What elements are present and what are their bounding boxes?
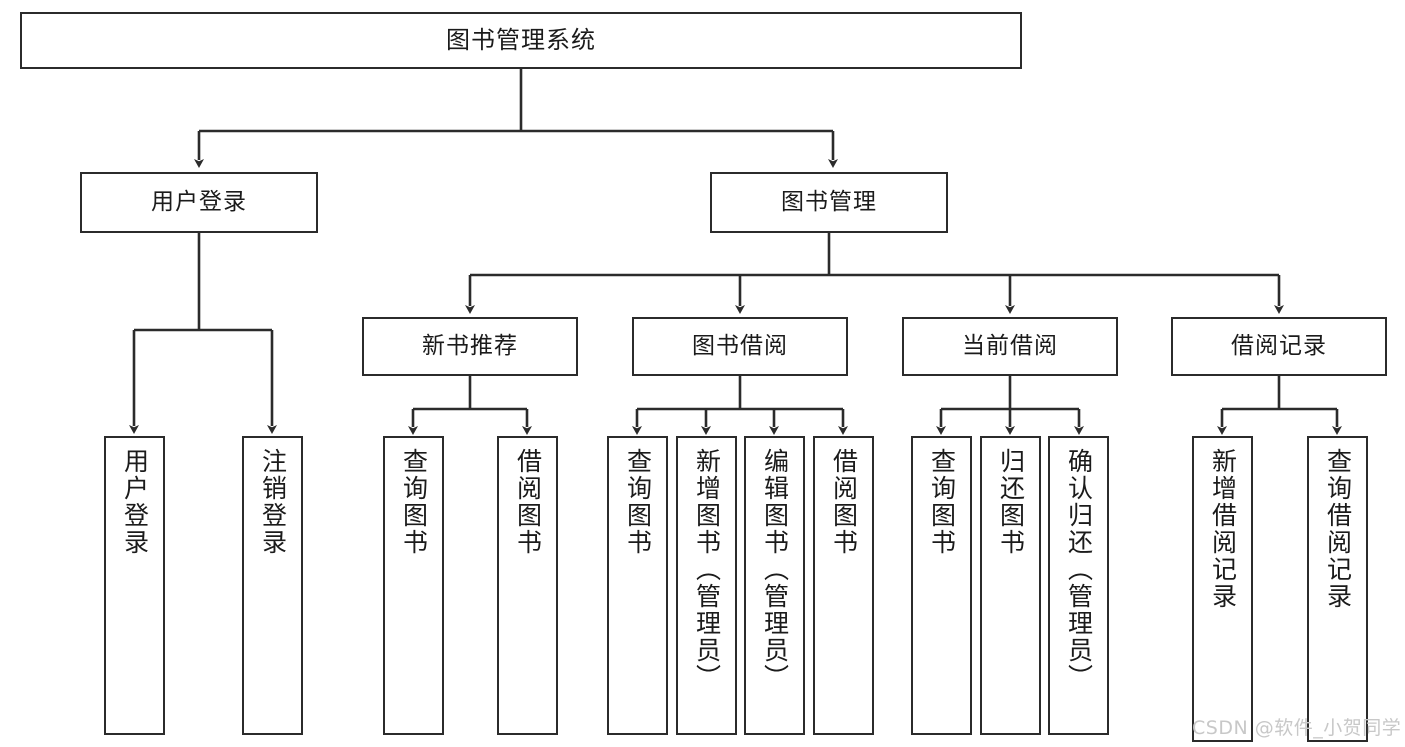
node-root-system[interactable]: 图书管理系统 <box>20 12 1022 69</box>
node-borrow-record[interactable]: 借阅记录 <box>1171 317 1387 376</box>
node-new-book-recommend[interactable]: 新书推荐 <box>362 317 578 376</box>
leaf-logout-login[interactable]: 注销登录 <box>242 436 303 735</box>
leaf-label: 查询图书 <box>399 448 429 556</box>
node-label: 借阅记录 <box>1231 332 1327 359</box>
node-user-login[interactable]: 用户登录 <box>80 172 318 233</box>
node-label: 用户登录 <box>151 188 247 215</box>
leaf-user-login[interactable]: 用户登录 <box>104 436 165 735</box>
leaf-label: 借阅图书 <box>829 448 859 556</box>
leaf-query-book-borrow[interactable]: 查询图书 <box>607 436 668 735</box>
leaf-label: 编辑图书（管理员） <box>760 448 790 691</box>
leaf-label: 新增借阅记录 <box>1208 448 1238 610</box>
leaf-query-borrow-record[interactable]: 查询借阅记录 <box>1307 436 1368 742</box>
leaf-label: 注销登录 <box>258 448 288 556</box>
node-label: 图书管理 <box>781 188 877 215</box>
node-book-manage[interactable]: 图书管理 <box>710 172 948 233</box>
leaf-query-book-recommend[interactable]: 查询图书 <box>383 436 444 735</box>
leaf-label: 借阅图书 <box>513 448 543 556</box>
leaf-label: 查询图书 <box>623 448 653 556</box>
node-label: 图书管理系统 <box>446 26 596 55</box>
leaf-borrow-book[interactable]: 借阅图书 <box>813 436 874 735</box>
leaf-confirm-return[interactable]: 确认归还（管理员） <box>1048 436 1109 735</box>
node-book-borrow[interactable]: 图书借阅 <box>632 317 848 376</box>
leaf-edit-book[interactable]: 编辑图书（管理员） <box>744 436 805 735</box>
leaf-query-book-current[interactable]: 查询图书 <box>911 436 972 735</box>
node-current-borrow[interactable]: 当前借阅 <box>902 317 1118 376</box>
csdn-watermark: CSDN @软件_小贺同学 <box>1192 717 1402 739</box>
leaf-add-borrow-record[interactable]: 新增借阅记录 <box>1192 436 1253 742</box>
node-label: 新书推荐 <box>422 332 518 359</box>
node-label: 当前借阅 <box>962 332 1058 359</box>
leaf-label: 用户登录 <box>120 448 150 556</box>
leaf-label: 查询图书 <box>927 448 957 556</box>
node-label: 图书借阅 <box>692 332 788 359</box>
leaf-label: 归还图书 <box>996 448 1026 556</box>
leaf-add-book[interactable]: 新增图书（管理员） <box>676 436 737 735</box>
leaf-return-book[interactable]: 归还图书 <box>980 436 1041 735</box>
leaf-label: 新增图书（管理员） <box>692 448 722 691</box>
leaf-borrow-book-recommend[interactable]: 借阅图书 <box>497 436 558 735</box>
leaf-label: 确认归还（管理员） <box>1064 448 1094 691</box>
leaf-label: 查询借阅记录 <box>1323 448 1353 610</box>
